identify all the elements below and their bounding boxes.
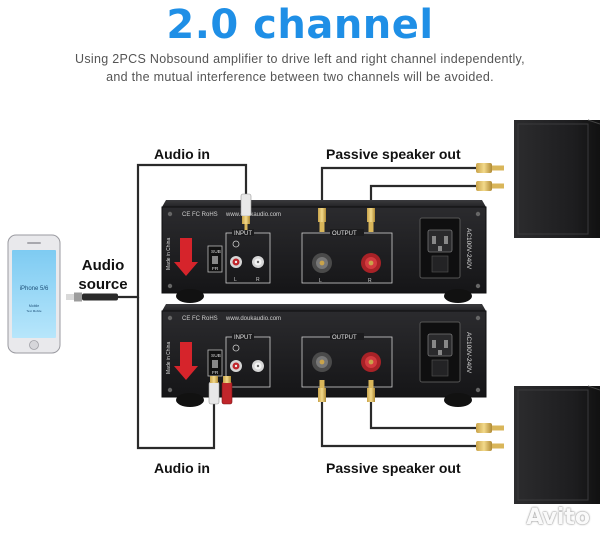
rca-plug-top xyxy=(240,193,252,230)
input-label-top: INPUT xyxy=(234,231,252,237)
speaker-plugs-top xyxy=(476,163,504,191)
speaker-bottom xyxy=(514,385,600,504)
website-bottom: www.doukaudio.com xyxy=(225,316,281,322)
cable-top-out-1 xyxy=(320,166,476,212)
made-in-bottom: Made in China xyxy=(166,342,172,374)
passive-speaker-out-label-top: Passive speaker out xyxy=(326,146,461,162)
speaker-plugs-bottom xyxy=(476,423,504,451)
output-left-top: L xyxy=(319,278,322,284)
fr-label-top: FR xyxy=(212,266,219,272)
website-top: www.doukaudio.com xyxy=(225,212,281,218)
phone-model: iPhone 5/6 xyxy=(20,286,49,292)
cert-bottom: CE FC RoHS xyxy=(182,316,218,322)
fr-label-bottom: FR xyxy=(212,370,219,376)
subtitle-line-2: and the mutual interference between two … xyxy=(106,70,494,84)
phone: iPhone 5/6 Mobile Text Mobile xyxy=(7,234,61,354)
output-label-top: OUTPUT xyxy=(332,231,357,237)
audio-in-label-top: Audio in xyxy=(154,146,210,162)
phone-line2: Text Mobile xyxy=(26,309,42,313)
output-label-bottom: OUTPUT xyxy=(332,335,357,341)
banana-plugs-bottom xyxy=(318,380,375,402)
input-label-bottom: INPUT xyxy=(234,335,252,341)
input-right-top: R xyxy=(256,277,260,283)
cables xyxy=(118,163,476,450)
banana-plugs-top xyxy=(318,208,375,232)
cert-top: CE FC RoHS xyxy=(182,212,218,218)
ac-label-top: AC100V-240V xyxy=(465,228,472,270)
passive-speaker-out-label-bottom: Passive speaker out xyxy=(326,460,461,476)
cable-bottom-input xyxy=(136,297,216,450)
ac-label-bottom: AC100V-240V xyxy=(465,332,472,374)
cable-bottom-out-1 xyxy=(320,402,476,448)
phone-line1: Mobile xyxy=(29,304,39,308)
rca-plugs-bottom xyxy=(208,376,233,405)
sub-label-top: SUB xyxy=(211,249,221,255)
page-title: 2.0 channel xyxy=(166,2,434,48)
cable-top-input xyxy=(118,163,248,299)
made-in-top: Made in China xyxy=(166,238,172,270)
speaker-top xyxy=(514,119,600,238)
audio-in-label-bottom: Audio in xyxy=(154,460,210,476)
sub-label-bottom: SUB xyxy=(211,353,221,359)
output-right-top: R xyxy=(368,278,372,284)
audio-source-label: Audio source xyxy=(78,257,128,293)
cable-bottom-out-2 xyxy=(369,402,476,430)
subtitle-line-1: Using 2PCS Nobsound amplifier to drive l… xyxy=(75,52,525,66)
input-left-top: L xyxy=(234,277,237,283)
avito-watermark: Avito xyxy=(526,505,590,530)
audio-jack-plug xyxy=(66,292,118,302)
